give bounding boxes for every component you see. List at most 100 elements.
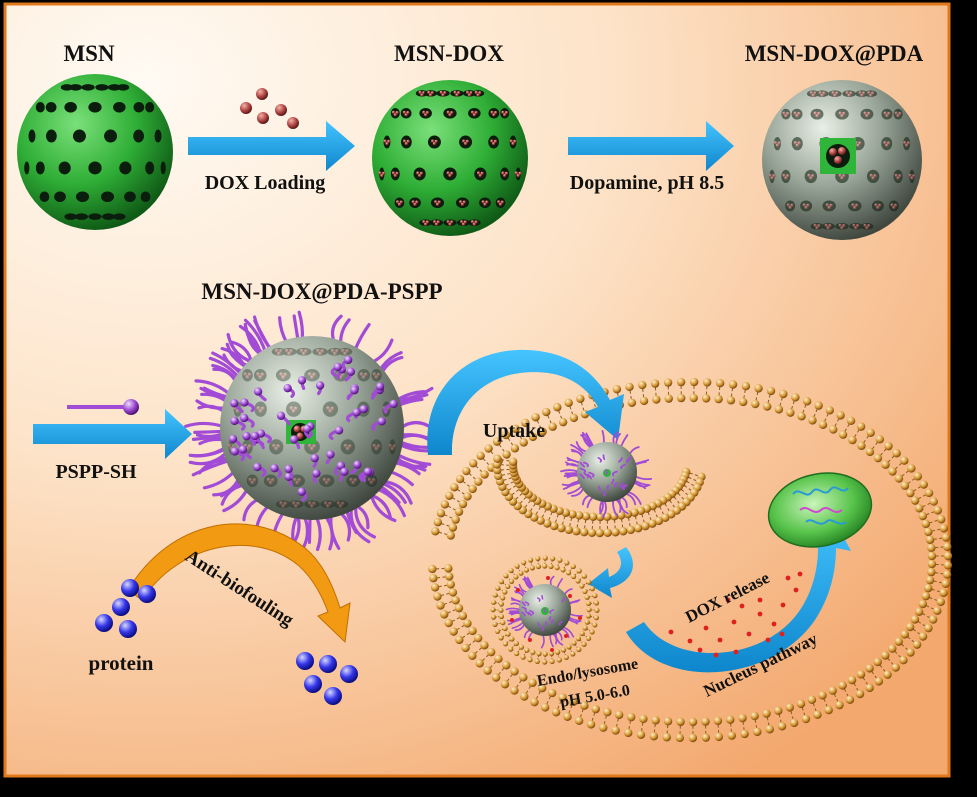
dox-dot	[312, 372, 317, 377]
lipid-head	[591, 704, 600, 714]
uptake-label: Uptake	[483, 420, 545, 442]
lipid-head	[571, 640, 577, 646]
dox-dot	[463, 142, 468, 146]
lipid-head	[702, 378, 712, 387]
lipid-head	[848, 435, 857, 445]
dox-release-dot	[510, 618, 514, 622]
dox-dot	[883, 141, 887, 145]
dox-release-dot	[733, 649, 739, 655]
lipid-head	[900, 630, 909, 639]
lipid-head	[593, 615, 600, 621]
dox-dot	[828, 224, 832, 228]
dox-dot	[316, 348, 320, 353]
polymer-head	[377, 417, 386, 426]
dox-dot	[231, 444, 236, 449]
dox-dot	[470, 220, 475, 224]
dox-dot	[795, 114, 799, 118]
pore	[113, 213, 126, 220]
dox-dot	[500, 200, 504, 204]
dox-dot	[399, 200, 403, 204]
lipid-head	[513, 640, 519, 647]
polymer-head	[276, 411, 286, 420]
lipid-head	[753, 727, 762, 737]
dox-dot	[511, 142, 515, 146]
polymer-head	[228, 434, 238, 444]
dox-dot	[858, 141, 862, 145]
lipid-head	[677, 393, 686, 403]
lipid-head	[715, 379, 725, 388]
lipid-head	[765, 725, 774, 734]
lipid-head	[927, 567, 936, 577]
lipid-head	[701, 394, 711, 403]
polymer-chain	[579, 467, 587, 474]
lipid-head	[521, 418, 530, 428]
lipid-head	[924, 527, 933, 537]
pore	[72, 129, 86, 143]
lipid-head	[510, 444, 520, 453]
dox-dot	[310, 446, 314, 451]
dox-dot	[341, 348, 345, 353]
dox-dot	[419, 171, 424, 176]
lipid-head	[586, 613, 592, 619]
dox-dot	[465, 90, 470, 95]
pore	[28, 129, 36, 143]
dox-release-dot	[797, 571, 803, 577]
polymer-chain	[633, 480, 649, 488]
lipid-head	[462, 466, 471, 476]
lipid-head	[641, 521, 650, 531]
pore	[133, 129, 144, 143]
lipid-head	[611, 528, 620, 537]
lipid-head	[881, 460, 890, 469]
lipid-head	[535, 563, 542, 570]
dox-dot	[428, 93, 433, 97]
polymer-head	[297, 487, 306, 496]
dox-dot	[802, 203, 806, 207]
dox-dot	[371, 478, 376, 483]
polymer-head	[253, 387, 263, 396]
dox-dot	[498, 202, 503, 207]
dox-dot	[256, 372, 261, 377]
polymer-head	[250, 431, 260, 441]
dox-dot	[472, 113, 476, 117]
msn-dox-sphere	[372, 80, 528, 236]
lipid-head	[476, 451, 485, 460]
dox-dot	[856, 224, 860, 228]
lipid-head	[587, 528, 597, 537]
dox-dot	[827, 205, 831, 210]
lipid-head	[498, 607, 504, 613]
dox-dot	[376, 372, 381, 377]
dox-release-dot	[546, 576, 550, 580]
lipid-head	[939, 588, 948, 598]
lipid-head	[561, 508, 571, 517]
lipid-head	[548, 422, 557, 431]
lipid-head	[796, 699, 806, 709]
dox-dot	[478, 91, 482, 95]
lipid-head	[549, 658, 555, 665]
dox-dot	[396, 200, 400, 204]
lipid-head	[519, 438, 528, 447]
dox-dot	[425, 111, 430, 115]
lipid-head	[502, 641, 509, 647]
dox-dot	[297, 478, 302, 483]
lipid-head	[494, 654, 503, 664]
lipid-head	[630, 508, 639, 517]
dox-dot	[247, 372, 252, 377]
polymer-chain	[560, 469, 580, 473]
dox-dot	[504, 111, 509, 115]
polymer-chain	[558, 621, 563, 626]
pore	[140, 191, 151, 203]
polymer-chain	[581, 431, 593, 449]
polymer-chain	[586, 473, 593, 480]
lipid-head	[873, 453, 883, 463]
dox-dot	[301, 351, 306, 356]
pore	[500, 107, 510, 119]
dox-dot	[330, 406, 335, 411]
dox-release-dot	[550, 648, 554, 652]
pore	[436, 90, 450, 97]
dox-dot	[815, 114, 819, 118]
lipid-head	[929, 615, 938, 624]
lipid-head	[654, 516, 664, 526]
dox-dot	[439, 90, 443, 95]
dox-dot	[483, 202, 487, 207]
